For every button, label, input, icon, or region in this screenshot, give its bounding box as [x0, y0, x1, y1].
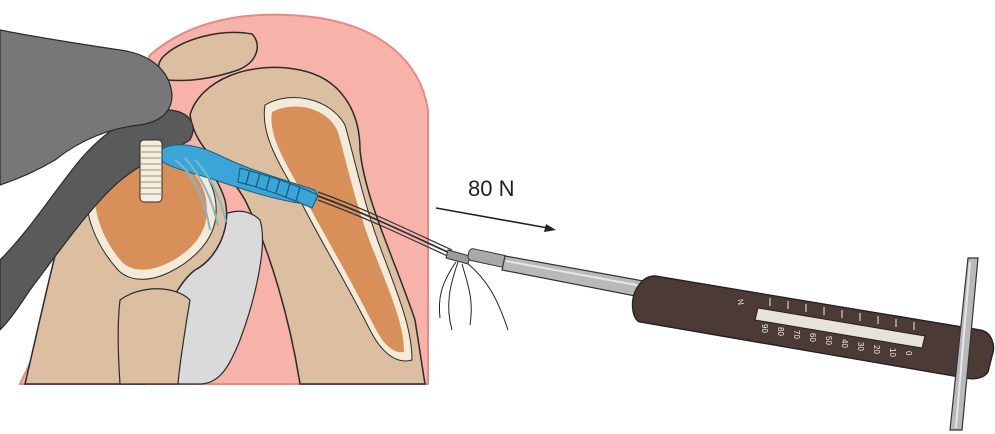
tendon-strands	[174, 157, 227, 231]
wrist-dark	[0, 109, 194, 331]
humerus-marrow	[271, 106, 404, 353]
gauge-scale-label: 60	[808, 333, 817, 342]
gauge-window	[754, 307, 926, 349]
lower-bone	[117, 288, 191, 385]
instrument-hook	[445, 249, 471, 265]
gauge-scale-labels: 90 80 70 60 50 40 30 20 10 0	[760, 324, 913, 357]
shoulder-illustration	[0, 13, 429, 385]
suture-lines	[317, 191, 509, 331]
gauge-unit-label: N	[736, 298, 746, 305]
force-arrow	[435, 207, 556, 232]
scapula-marrow	[94, 156, 207, 270]
wrist-upper	[0, 29, 173, 186]
force-label: 80 N	[468, 176, 514, 201]
gauge-scale-label: 80	[776, 327, 785, 336]
suture-anchor-icon	[139, 139, 163, 203]
t-handle-icon	[949, 257, 979, 431]
gauge-scale-label: 20	[872, 345, 881, 354]
gauge-scale-label: 40	[840, 339, 849, 348]
gauge-scale-label: 70	[792, 330, 801, 339]
gauge-ticks	[769, 298, 915, 330]
gauge-scale-label: 30	[856, 342, 865, 351]
gauge-scale-label: 0	[904, 351, 913, 356]
gauge-scale-label: 50	[824, 336, 833, 345]
gauge-scale-label: 90	[760, 324, 769, 333]
gauge-scale-label: 10	[888, 348, 897, 357]
force-gauge-instrument: N 90 80 70 60 50 40 30 20 10 0	[445, 248, 995, 431]
